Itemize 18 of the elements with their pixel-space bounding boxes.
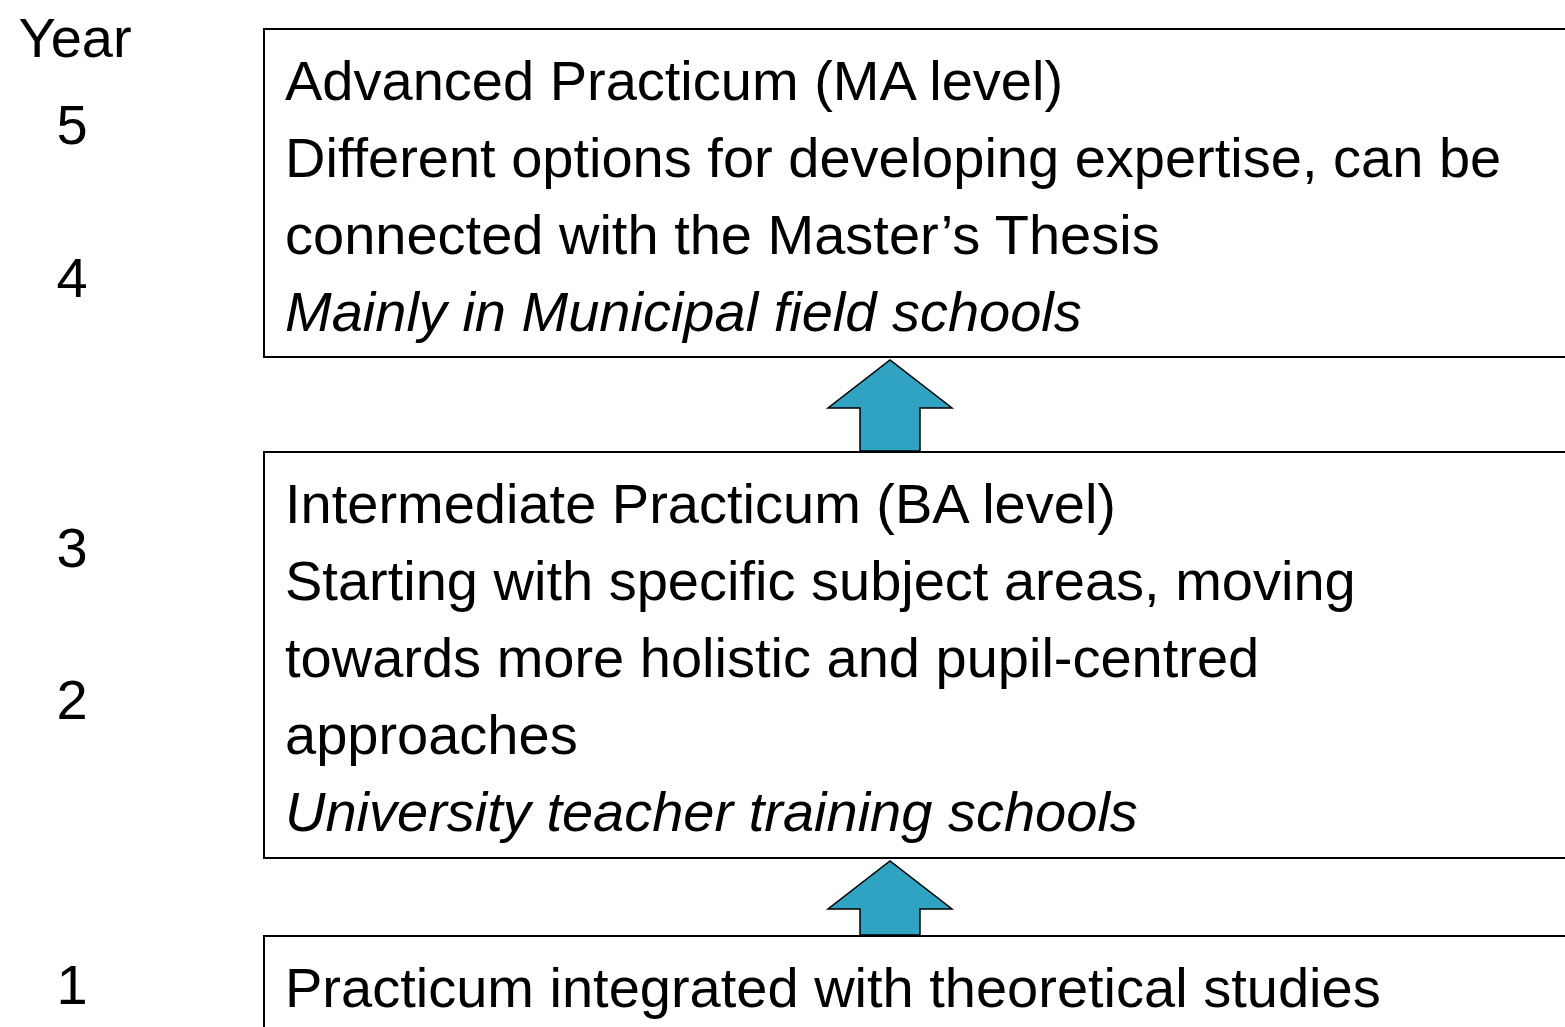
stage-description: Different options for developing expertise, can be connected with the Master’s Thesis [285, 125, 1503, 268]
block-arrow [825, 860, 955, 936]
block-arrow [825, 359, 955, 452]
stage-box [263, 451, 1565, 859]
year-number: 3 [55, 518, 89, 578]
axis-title: Year [17, 8, 133, 68]
stage-description: Practicum integrated with theoretical studies [285, 955, 1382, 1021]
stage-heading: Intermediate Practicum (BA level) [285, 471, 1117, 537]
year-number: 2 [55, 670, 89, 730]
setting-text: University teacher training schools [285, 779, 1139, 845]
stage-heading: Advanced Practicum (MA level) [285, 48, 1065, 114]
stage-description: Starting with specific subject areas, moving towards more holistic and pupil-centred approaches [285, 548, 1357, 768]
setting-text: Mainly in Municipal field schools [285, 279, 1083, 345]
stage-box [263, 28, 1565, 358]
year-number: 1 [55, 955, 89, 1015]
year-number: 5 [55, 95, 89, 155]
year-number: 4 [55, 248, 89, 308]
stage-box [263, 935, 1565, 1027]
